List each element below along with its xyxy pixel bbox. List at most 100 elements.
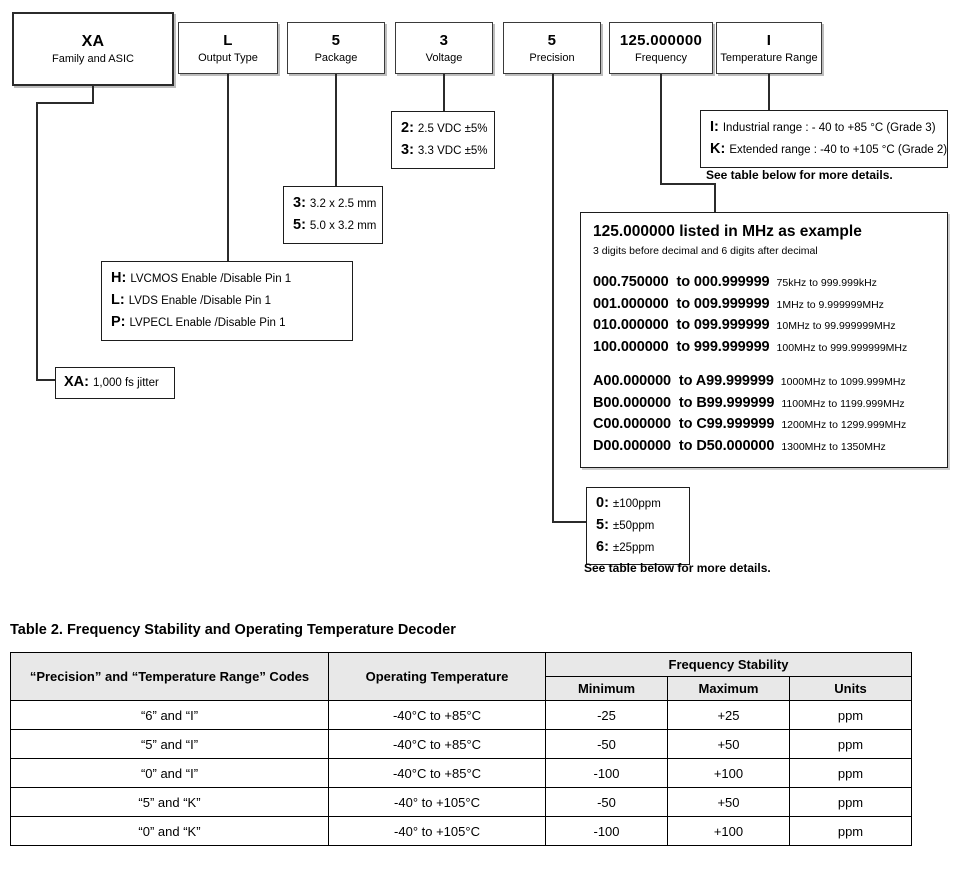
frequency-range-equivalent: 1100MHz to 1199.999MHz bbox=[781, 397, 905, 410]
callout-key: P: bbox=[111, 314, 126, 330]
pn-field-voltage[interactable]: 3 Voltage bbox=[395, 22, 493, 74]
frequency-range-row: 000.750000 to 000.999999 75kHz to 999.99… bbox=[593, 272, 937, 294]
pn-field-output-type-code: L bbox=[223, 31, 233, 49]
pn-field-precision[interactable]: 5 Precision bbox=[503, 22, 601, 74]
cell-codes: “0” and “K” bbox=[10, 816, 329, 846]
table2-header-frequency-stability: Frequency Stability bbox=[545, 652, 912, 677]
callout-value: Industrial range : - 40 to +85 °C (Grade… bbox=[722, 122, 936, 134]
callout-precision: 0: ±100ppm 5: ±50ppm 6: ±25ppm bbox=[586, 487, 690, 565]
callout-row: 3: 3.2 x 2.5 mm bbox=[293, 193, 377, 215]
table-row: “6” and “I” -40°C to +85°C -25 +25 ppm bbox=[10, 700, 912, 730]
frequency-range-text: B00.000000 to B99.999999 bbox=[593, 394, 775, 411]
callout-key: 6: bbox=[596, 539, 609, 555]
callout-key: XA: bbox=[64, 374, 89, 390]
callout-row: XA: 1,000 fs jitter bbox=[64, 372, 166, 394]
frequency-range-row: 001.000000 to 009.999999 1MHz to 9.99999… bbox=[593, 294, 937, 316]
cell-max: +25 bbox=[667, 700, 790, 730]
table2-header-row-2: Minimum Maximum Units bbox=[11, 676, 912, 701]
cell-codes: “5” and “K” bbox=[10, 787, 329, 817]
callout-value: LVDS Enable /Disable Pin 1 bbox=[128, 295, 272, 307]
callout-key: K: bbox=[710, 141, 726, 157]
callout-key: H: bbox=[111, 270, 127, 286]
callout-key: 5: bbox=[596, 517, 609, 533]
connector-temperature-range bbox=[768, 74, 770, 111]
frequency-range-row: B00.000000 to B99.999999 1100MHz to 1199… bbox=[593, 393, 937, 415]
callout-value: LVPECL Enable /Disable Pin 1 bbox=[129, 317, 286, 329]
callout-row: 0: ±100ppm bbox=[596, 493, 680, 515]
frequency-range-equivalent: 1MHz to 9.999999MHz bbox=[776, 298, 884, 311]
frequency-range-row: 010.000000 to 099.999999 10MHz to 99.999… bbox=[593, 315, 937, 337]
cell-units: ppm bbox=[789, 816, 912, 846]
pn-field-package[interactable]: 5 Package bbox=[287, 22, 385, 74]
cell-codes: “6” and “I” bbox=[10, 700, 329, 730]
frequency-range-text: A00.000000 to A99.999999 bbox=[593, 373, 774, 389]
cell-temp: -40°C to +85°C bbox=[328, 758, 546, 788]
frequency-range-group-alpha: A00.000000 to A99.999999 1000MHz to 1099… bbox=[593, 371, 937, 457]
frequency-range-row: C00.000000 to C99.999999 1200MHz to 1299… bbox=[593, 414, 937, 436]
callout-row: 6: ±25ppm bbox=[596, 537, 680, 559]
callout-frequency-decoder: 125.000000 listed in MHz as example 3 di… bbox=[580, 212, 948, 468]
pn-field-frequency-label: Frequency bbox=[635, 51, 687, 64]
frequency-range-row: D00.000000 to D50.000000 1300MHz to 1350… bbox=[593, 436, 937, 458]
cell-codes: “5” and “I” bbox=[10, 729, 329, 759]
pn-field-family[interactable]: XA Family and ASIC bbox=[12, 12, 174, 86]
cell-min: -100 bbox=[545, 758, 668, 788]
pn-field-frequency[interactable]: 125.000000 Frequency bbox=[609, 22, 713, 74]
table-row: “5” and “I” -40°C to +85°C -50 +50 ppm bbox=[10, 729, 912, 759]
cell-min: -50 bbox=[545, 787, 668, 817]
callout-key: 0: bbox=[596, 495, 609, 511]
callout-key: 2: bbox=[401, 120, 414, 136]
callout-value: ±50ppm bbox=[612, 520, 655, 532]
callout-value: ±100ppm bbox=[612, 498, 661, 510]
table2-header-minimum: Minimum bbox=[545, 676, 668, 701]
callout-package: 3: 3.2 x 2.5 mm 5: 5.0 x 3.2 mm bbox=[283, 186, 383, 244]
frequency-range-text: D00.000000 to D50.000000 bbox=[593, 437, 775, 454]
frequency-group-separator bbox=[593, 358, 937, 371]
callout-row: H: LVCMOS Enable /Disable Pin 1 bbox=[111, 268, 343, 290]
callout-voltage: 2: 2.5 VDC ±5% 3: 3.3 VDC ±5% bbox=[391, 111, 495, 169]
connector-voltage bbox=[443, 74, 445, 112]
callout-row: 2: 2.5 VDC ±5% bbox=[401, 118, 488, 140]
callout-value: 5.0 x 3.2 mm bbox=[309, 220, 377, 232]
frequency-range-row: 100.000000 to 999.999999 100MHz to 999.9… bbox=[593, 337, 937, 359]
frequency-range-text: 000.750000 to 000.999999 bbox=[593, 274, 770, 290]
cell-temp: -40°C to +85°C bbox=[328, 729, 546, 759]
frequency-range-equivalent: 1300MHz to 1350MHz bbox=[781, 440, 886, 453]
cell-min: -100 bbox=[545, 816, 668, 846]
callout-key: I: bbox=[710, 119, 719, 135]
frequency-range-equivalent: 100MHz to 999.999999MHz bbox=[776, 341, 908, 354]
connector-frequency-vertical-b bbox=[714, 183, 716, 213]
frequency-range-text: C00.000000 to C99.999999 bbox=[593, 416, 775, 432]
callout-row: 3: 3.3 VDC ±5% bbox=[401, 140, 488, 162]
connector-family-stub bbox=[36, 379, 56, 381]
callout-row: 5: ±50ppm bbox=[596, 515, 680, 537]
callout-row: P: LVPECL Enable /Disable Pin 1 bbox=[111, 312, 343, 334]
callout-temperature-range: I: Industrial range : - 40 to +85 °C (Gr… bbox=[700, 110, 948, 168]
cell-units: ppm bbox=[789, 787, 912, 817]
frequency-decoder-title: 125.000000 listed in MHz as example bbox=[593, 223, 862, 240]
connector-family-vertical-a bbox=[92, 86, 94, 103]
callout-value: 1,000 fs jitter bbox=[92, 377, 159, 389]
caption-precision-see-table: See table below for more details. bbox=[584, 561, 771, 575]
callout-key: L: bbox=[111, 292, 125, 308]
callout-family-jitter: XA: 1,000 fs jitter bbox=[55, 367, 175, 399]
callout-value: 3.2 x 2.5 mm bbox=[309, 198, 377, 210]
pn-field-temperature-range[interactable]: I Temperature Range bbox=[716, 22, 822, 74]
callout-key: 3: bbox=[401, 142, 414, 158]
frequency-range-row: A00.000000 to A99.999999 1000MHz to 1099… bbox=[593, 371, 937, 393]
cell-units: ppm bbox=[789, 729, 912, 759]
cell-units: ppm bbox=[789, 758, 912, 788]
cell-codes: “0” and “I” bbox=[10, 758, 329, 788]
callout-value: ±25ppm bbox=[612, 542, 655, 554]
callout-value: 3.3 VDC ±5% bbox=[417, 145, 488, 157]
connector-frequency-horizontal bbox=[660, 183, 716, 185]
pn-field-temperature-range-code: I bbox=[766, 31, 772, 49]
frequency-range-text: 001.000000 to 009.999999 bbox=[593, 295, 770, 312]
cell-temp: -40° to +105°C bbox=[328, 816, 546, 846]
connector-output-type bbox=[227, 74, 229, 262]
pn-field-voltage-label: Voltage bbox=[425, 51, 463, 64]
frequency-range-group-decimal: 000.750000 to 000.999999 75kHz to 999.99… bbox=[593, 272, 937, 358]
pn-field-output-type[interactable]: L Output Type bbox=[178, 22, 278, 74]
pn-field-precision-code: 5 bbox=[547, 31, 557, 49]
